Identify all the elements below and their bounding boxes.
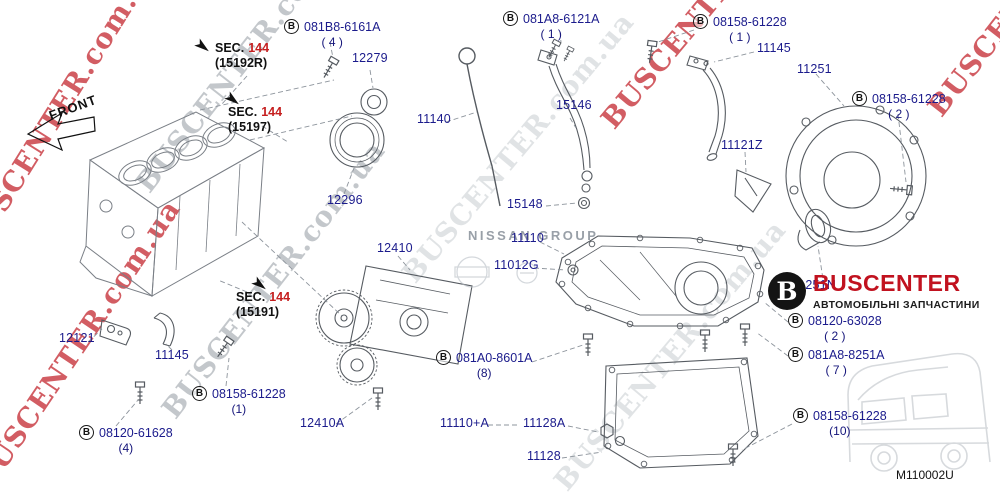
- bolt-label-08158-61228-b: B 08158-61228 ( 2 ): [852, 91, 946, 121]
- sec-sub: (15192R): [215, 56, 268, 70]
- bolt-part-number: 08158-61228: [212, 386, 286, 401]
- bolt-part-number: 081A8-6121A: [523, 11, 600, 26]
- bolt-qty: ( 1 ): [540, 27, 562, 41]
- part-label-11145-left: 11145: [155, 348, 189, 362]
- b-circle-icon: B: [436, 350, 451, 365]
- sec-number: 144: [248, 41, 270, 55]
- b-circle-icon: B: [788, 313, 803, 328]
- part-label-11110: 11110: [511, 231, 544, 245]
- upper-oil-pan: [555, 234, 765, 330]
- bolt-label-081a8-8251a: B 081A8-8251A ( 7 ): [788, 347, 884, 377]
- sec-sub: (15191): [236, 305, 280, 319]
- part-label-11110a: 11110+A: [440, 416, 490, 430]
- sec-label-15191: SEC.144 (15191): [236, 290, 290, 319]
- part-label-15146: 15146: [556, 98, 592, 112]
- lower-oil-pan: [600, 357, 759, 469]
- oil-pump-assembly: [315, 265, 473, 386]
- bolt-label-08158-61228-a: B 08158-61228 ( 1 ): [693, 14, 787, 44]
- bolt-qty: ( 1 ): [729, 30, 751, 44]
- bolt-qty: ( 4 ): [321, 35, 343, 49]
- part-label-11145-top: 11145: [757, 41, 791, 55]
- bolt-label-081b8-6161a: B 081B8-6161A ( 4 ): [284, 19, 380, 49]
- front-arrow-icon: [26, 111, 96, 152]
- bolt-part-number: 08120-61628: [99, 425, 173, 440]
- sec-number: 144: [269, 290, 291, 304]
- bolt-qty: (8): [476, 366, 492, 380]
- bolt-qty: (1): [231, 402, 247, 416]
- bolt-part-number: 08158-61228: [872, 91, 946, 106]
- bolt-label-08158-61228-d: B 08158-61228 (10): [793, 408, 887, 438]
- nissan-group-watermark: NISSAN GROUP: [468, 228, 599, 243]
- oil-strainer-tube: [537, 49, 593, 210]
- bolt-part-number: 08158-61228: [713, 14, 787, 29]
- leader-lines: [87, 29, 907, 459]
- part-label-15148: 15148: [507, 197, 543, 211]
- sec-label-15192r: SEC.144 (15192R): [215, 41, 269, 70]
- part-label-11121z: 11121Z: [721, 138, 763, 152]
- b-circle-icon: B: [788, 347, 803, 362]
- rear-oil-seal: [329, 88, 388, 168]
- b-circle-icon: B: [693, 14, 708, 29]
- oil-baffle: [734, 169, 772, 213]
- part-label-11140: 11140: [417, 112, 451, 126]
- b-circle-icon: B: [793, 408, 808, 423]
- part-label-11128a: 11128A: [523, 416, 566, 430]
- plate-gasket: [804, 208, 832, 244]
- bolt-label-08120-61628: B 08120-61628 (4): [79, 425, 173, 455]
- buscenter-logo: B BUSCENTER АВТОМОБІЛЬНІ ЗАПЧАСТИНИ: [768, 272, 980, 311]
- sec-prefix: SEC.: [236, 290, 266, 304]
- diagram-code: M110002U: [896, 468, 954, 482]
- part-label-11128: 11128: [527, 449, 561, 463]
- b-circle-icon: B: [284, 19, 299, 34]
- b-circle-icon: B: [79, 425, 94, 440]
- bolt-label-081a8-6121a: B 081A8-6121A ( 1 ): [503, 11, 599, 41]
- bolt-part-number: 08120-63028: [808, 313, 882, 328]
- sec-arrows: [194, 38, 266, 290]
- bolt-qty: ( 7 ): [825, 363, 847, 377]
- part-label-12121: 12121: [59, 331, 95, 345]
- bolt-label-08158-61228-c: B 08158-61228 (1): [192, 386, 286, 416]
- buscenter-tagline: АВТОМОБІЛЬНІ ЗАПЧАСТИНИ: [813, 299, 980, 311]
- part-label-11012g: 11012G: [494, 258, 539, 272]
- sec-number: 144: [261, 105, 283, 119]
- buscenter-b-icon: B: [768, 272, 806, 310]
- part-label-12410: 12410: [377, 241, 413, 255]
- buscenter-name: BUSCENTER: [813, 270, 961, 296]
- bracket-and-tube: [99, 312, 175, 347]
- bolt-qty: (4): [118, 441, 134, 455]
- bolt-label-08120-63028: B 08120-63028 ( 2 ): [788, 313, 882, 343]
- engine-block: [79, 111, 266, 297]
- b-circle-icon: B: [852, 91, 867, 106]
- part-label-12279: 12279: [352, 51, 388, 65]
- part-label-11251: 11251: [797, 62, 832, 76]
- bolt-part-number: 081B8-6161A: [304, 19, 381, 34]
- nissan-badge-icon: [454, 256, 538, 288]
- b-circle-icon: B: [503, 11, 518, 26]
- bolt-qty: ( 2 ): [824, 329, 846, 343]
- rear-end-plate: [785, 105, 927, 251]
- bolt-label-081a0-8601a: B 081A0-8601A (8): [436, 350, 532, 380]
- part-label-12296: 12296: [327, 193, 363, 207]
- sec-prefix: SEC.: [228, 105, 258, 119]
- sec-sub: (15197): [228, 120, 272, 134]
- bolt-qty: ( 2 ): [888, 107, 910, 121]
- bolt-part-number: 081A8-8251A: [808, 347, 885, 362]
- part-label-12410a: 12410A: [300, 416, 345, 430]
- bus-sketch: [847, 352, 991, 472]
- bolt-part-number: 08158-61228: [813, 408, 887, 423]
- bolt-qty: (10): [829, 424, 851, 438]
- sec-prefix: SEC.: [215, 41, 245, 55]
- oil-gallery-tube: [686, 55, 726, 161]
- bolt-part-number: 081A0-8601A: [456, 350, 533, 365]
- oil-dipstick: [458, 47, 501, 207]
- b-circle-icon: B: [192, 386, 207, 401]
- sec-label-15197: SEC.144 (15197): [228, 105, 282, 134]
